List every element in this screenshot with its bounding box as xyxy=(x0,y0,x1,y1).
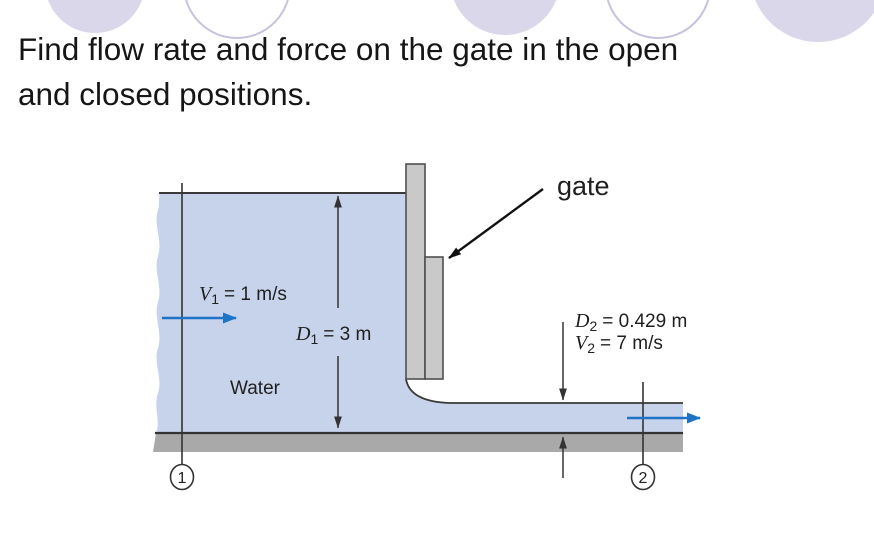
v1-label: V1= 1 m/s xyxy=(199,283,287,307)
decor-circle-outline-2 xyxy=(606,0,710,39)
decor-circle-outline-1 xyxy=(185,0,289,39)
slide-title-line-1: Find flow rate and force on the gate in … xyxy=(18,31,679,67)
decor-circle-filled-1 xyxy=(47,0,143,33)
jet-surface-line xyxy=(405,378,683,404)
decor-circle-filled-2 xyxy=(453,0,557,35)
gate-upper-plate xyxy=(405,163,426,380)
gate-lower-plate xyxy=(424,256,444,380)
station-2-circle xyxy=(630,463,656,491)
water-label: Water xyxy=(230,378,281,399)
ground xyxy=(153,433,683,452)
decor-circle-filled-3 xyxy=(755,0,874,42)
station-1-circle xyxy=(169,463,195,491)
slide-title: Find flow rate and force on the gate in … xyxy=(18,27,678,117)
v2-label: V2= 7 m/s xyxy=(575,332,663,356)
station-1-number: 1 xyxy=(178,470,187,487)
slide-title-line-2: and closed positions. xyxy=(18,76,313,112)
d1-label: D1= 3 m xyxy=(295,323,371,347)
gate-pointer-arrow xyxy=(448,188,544,259)
gate-label: gate xyxy=(557,171,610,201)
water-body xyxy=(156,193,683,433)
d2-label: D2= 0.429 m xyxy=(574,310,687,334)
station-2-number: 2 xyxy=(639,470,648,487)
